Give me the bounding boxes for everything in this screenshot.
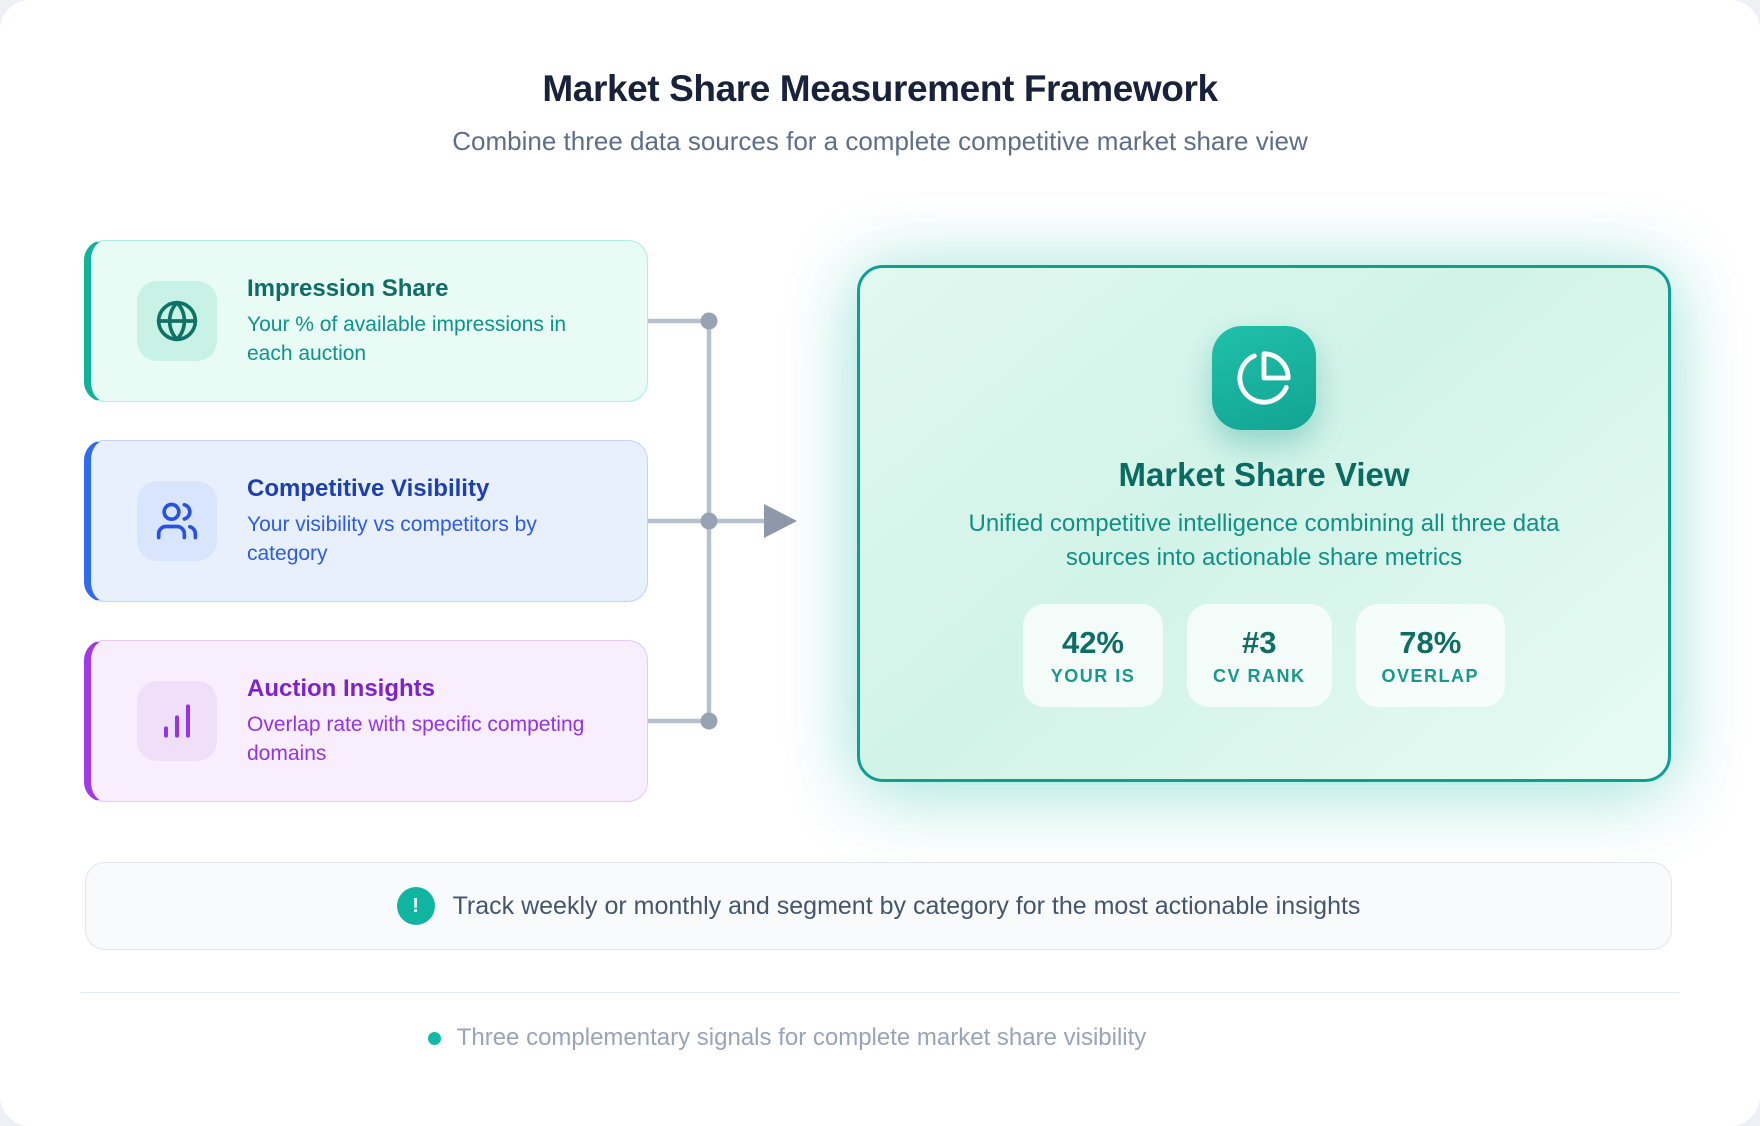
tip-text: Track weekly or monthly and segment by c…	[452, 891, 1361, 920]
pie-chart-icon	[1212, 326, 1316, 430]
result-card-title: Market Share View	[1118, 456, 1410, 493]
stat-label: OVERLAP	[1381, 665, 1480, 686]
stat-label: YOUR IS	[1050, 665, 1136, 686]
stat-value: #3	[1242, 624, 1277, 660]
flow-arrow-icon	[764, 504, 797, 538]
stat-label: CV RANK	[1212, 665, 1306, 686]
stat-overlap: 78% OVERLAP	[1355, 604, 1506, 707]
source-card-title: Impression Share	[247, 274, 449, 302]
users-icon	[137, 481, 217, 561]
footer-text: Three complementary signals for complete…	[456, 1024, 1147, 1051]
bar-chart-icon	[137, 681, 217, 761]
exclamation-icon: !	[396, 887, 435, 925]
junction-dot	[700, 712, 718, 730]
junction-dot	[700, 312, 718, 330]
stats-row: 42% YOUR IS #3 CV RANK 78% OVERLAP	[1022, 604, 1506, 707]
globe-icon	[137, 281, 217, 361]
footer-note: Three complementary signals for complete…	[0, 1014, 1574, 1062]
connector-diagram	[648, 312, 797, 730]
source-card-description: Your visibility vs competitors by catego…	[247, 512, 537, 565]
footer-divider	[80, 992, 1680, 993]
bullet-dot-icon	[427, 1031, 441, 1045]
result-card-market-share-view: Market Share View Unified competitive in…	[857, 265, 1671, 782]
stat-your-is: 42% YOUR IS	[1022, 604, 1163, 707]
source-card-title: Auction Insights	[247, 674, 435, 702]
source-card-impression-share: Impression Share Your % of available imp…	[84, 240, 648, 402]
tip-bar: ! Track weekly or monthly and segment by…	[85, 862, 1672, 950]
stat-value: 42%	[1061, 624, 1124, 660]
source-card-title: Competitive Visibility	[247, 474, 490, 502]
source-card-description: Overlap rate with specific competing dom…	[247, 712, 585, 765]
stat-cv-rank: #3 CV RANK	[1186, 604, 1332, 707]
junction-dot	[700, 512, 718, 530]
source-card-competitive-visibility: Competitive Visibility Your visibility v…	[84, 440, 648, 602]
stat-value: 78%	[1399, 624, 1462, 660]
result-card-description: Unified competitive intelligence combini…	[968, 510, 1560, 571]
page-subtitle: Combine three data sources for a complet…	[452, 126, 1308, 156]
page-title: Market Share Measurement Framework	[542, 68, 1218, 109]
source-card-description: Your % of available impressions in each …	[247, 312, 567, 365]
source-card-auction-insights: Auction Insights Overlap rate with speci…	[84, 640, 648, 802]
